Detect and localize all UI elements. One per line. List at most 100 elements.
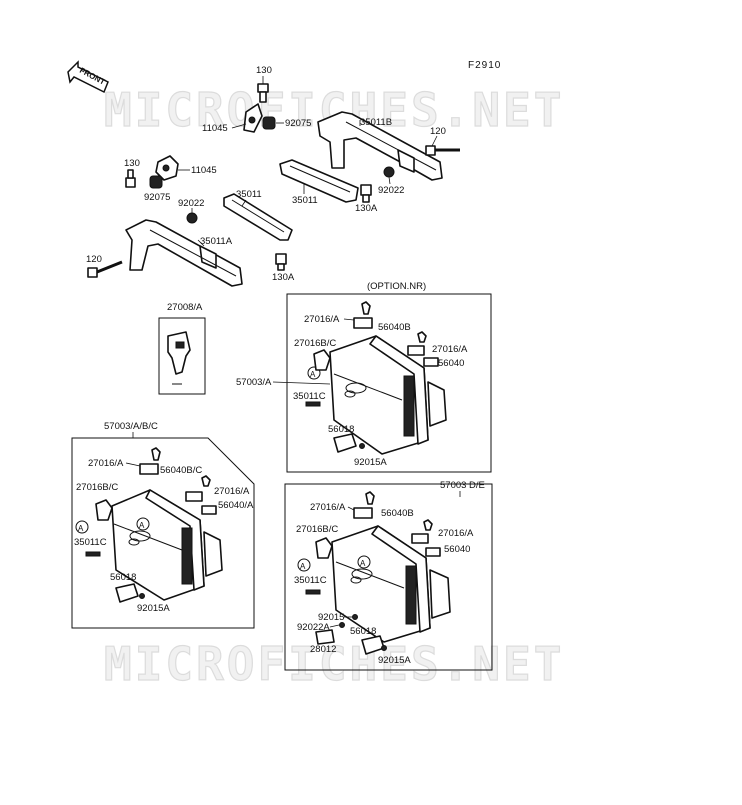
callout-a-left-bag: A xyxy=(136,517,150,531)
nut-92075-left xyxy=(149,175,163,189)
screw-92015a-b xyxy=(381,645,387,651)
label-b-92015: 92015 xyxy=(318,612,344,623)
option-frame xyxy=(286,293,492,473)
latch-56018-l xyxy=(115,583,139,603)
callout-a-right-letter: A xyxy=(310,370,316,379)
label-l-35011c: 35011C xyxy=(74,537,107,548)
plate-56040-b xyxy=(425,547,441,557)
callout-a-left-letter: A xyxy=(78,524,84,533)
left-frame xyxy=(71,437,255,629)
callout-a-bottom: A xyxy=(297,558,311,572)
label-130-top: 130 xyxy=(256,65,272,76)
label-120-left: 120 xyxy=(86,254,102,265)
watermark-bottom: MICROFICHES.NET xyxy=(104,637,564,691)
bolt-130a-right xyxy=(360,184,372,203)
label-r-56040b: 56040B xyxy=(378,322,411,333)
bolt-120-left xyxy=(87,260,123,278)
bolt-130a-bottom xyxy=(275,253,287,271)
label-35011a: 35011A xyxy=(200,236,233,247)
washer-92022-left xyxy=(186,212,198,224)
label-92075-left: 92075 xyxy=(144,192,170,203)
hinge-27016bc-b xyxy=(315,537,333,559)
label-l-56040bc: 56040B/C xyxy=(160,465,202,476)
label-130a-bottom: 130A xyxy=(272,272,295,283)
stay-35011-mid xyxy=(223,193,293,241)
label-27008: 27008/A xyxy=(167,302,203,313)
washer-92022-right xyxy=(383,166,395,178)
clip-27016a-b2 xyxy=(423,519,433,531)
label-l-56040a: 56040/A xyxy=(218,500,254,511)
plate-56040-top-r xyxy=(407,345,425,356)
bracket-11045-top xyxy=(243,103,263,133)
label-b-92022a: 92022A xyxy=(297,622,330,633)
label-b-56040: 56040 xyxy=(444,544,470,555)
plate-56040b-r xyxy=(353,317,373,329)
screw-92015-b xyxy=(352,614,358,620)
bracket-11045-left xyxy=(155,155,179,181)
label-r-56040: 56040 xyxy=(438,358,464,369)
figure-code: F2910 xyxy=(468,60,501,71)
label-b-27016bc: 27016B/C xyxy=(296,524,338,535)
front-arrow-icon: FRONT xyxy=(67,60,109,94)
callout-a-bottom-bag: A xyxy=(357,555,371,569)
bracket-35011b xyxy=(317,111,443,181)
label-92075-top: 92075 xyxy=(285,118,311,129)
label-130a-right: 130A xyxy=(355,203,378,214)
clip-27016a-b1 xyxy=(365,491,375,505)
clip-27016a-r2 xyxy=(417,331,427,343)
label-l-27016bc: 27016B/C xyxy=(76,482,118,493)
nut-92075-top xyxy=(262,116,276,130)
label-b-92015a: 92015A xyxy=(378,655,411,666)
label-l-57003abc: 57003/A/B/C xyxy=(104,421,158,432)
rod-35011c-r xyxy=(305,401,321,407)
key-27008-box xyxy=(158,317,206,395)
hinge-27016bc-l xyxy=(95,499,113,521)
label-l-27016a-1: 27016/A xyxy=(88,458,124,469)
rod-35011c-b xyxy=(305,589,321,595)
label-r-57003a: 57003/A xyxy=(236,377,272,388)
rod-35011c-l xyxy=(85,551,101,557)
label-r-56018: 56018 xyxy=(328,424,354,435)
label-120-right: 120 xyxy=(430,126,446,137)
plate-56040b-b xyxy=(353,507,373,519)
saddlebag-left xyxy=(111,489,223,601)
label-b-57003de: 57003 D/E xyxy=(440,480,485,491)
label-35011b: 35011B xyxy=(360,117,392,128)
label-l-92015a: 92015A xyxy=(137,603,170,614)
bracket-35011a xyxy=(125,219,243,287)
plate-56040-top-b xyxy=(411,533,429,544)
label-35011-mid: 35011 xyxy=(236,189,262,200)
plate-56040a-top-l xyxy=(185,491,203,502)
bottom-frame xyxy=(284,483,493,671)
hinge-27016bc-r xyxy=(313,349,331,371)
bolt-130-left xyxy=(125,169,136,188)
clip-27016a-l1 xyxy=(151,447,161,461)
bolt-120-right xyxy=(425,145,460,156)
label-b-56018: 56018 xyxy=(350,626,376,637)
plate-56040a-l xyxy=(201,505,217,515)
label-r-35011c: 35011C xyxy=(293,391,326,402)
label-r-27016a-1: 27016/A xyxy=(304,314,340,325)
watermark-top: MICROFICHES.NET xyxy=(104,83,564,137)
label-r-27016bc: 27016B/C xyxy=(294,338,336,349)
label-b-27016a-1: 27016/A xyxy=(310,502,346,513)
label-l-27016a-2: 27016/A xyxy=(214,486,250,497)
label-92022-left: 92022 xyxy=(178,198,204,209)
label-r-27016a-2: 27016/A xyxy=(432,344,468,355)
saddlebag-bottom xyxy=(331,525,451,643)
latch-56018-r xyxy=(333,433,357,453)
callout-a-left: A xyxy=(75,520,89,534)
callout-a-bottom-bag-letter: A xyxy=(360,559,366,568)
label-11045-left: 11045 xyxy=(191,165,217,176)
label-b-56040b: 56040B xyxy=(381,508,414,519)
saddlebag-right xyxy=(329,335,447,455)
plate-56040bc-l xyxy=(139,463,159,475)
clip-27016a-l2 xyxy=(201,475,211,487)
label-b-27016a-2: 27016/A xyxy=(438,528,474,539)
plate-28012-b xyxy=(315,629,335,645)
bolt-130-top xyxy=(257,83,269,103)
label-11045-top: 11045 xyxy=(202,123,228,134)
label-92022-right: 92022 xyxy=(378,185,404,196)
